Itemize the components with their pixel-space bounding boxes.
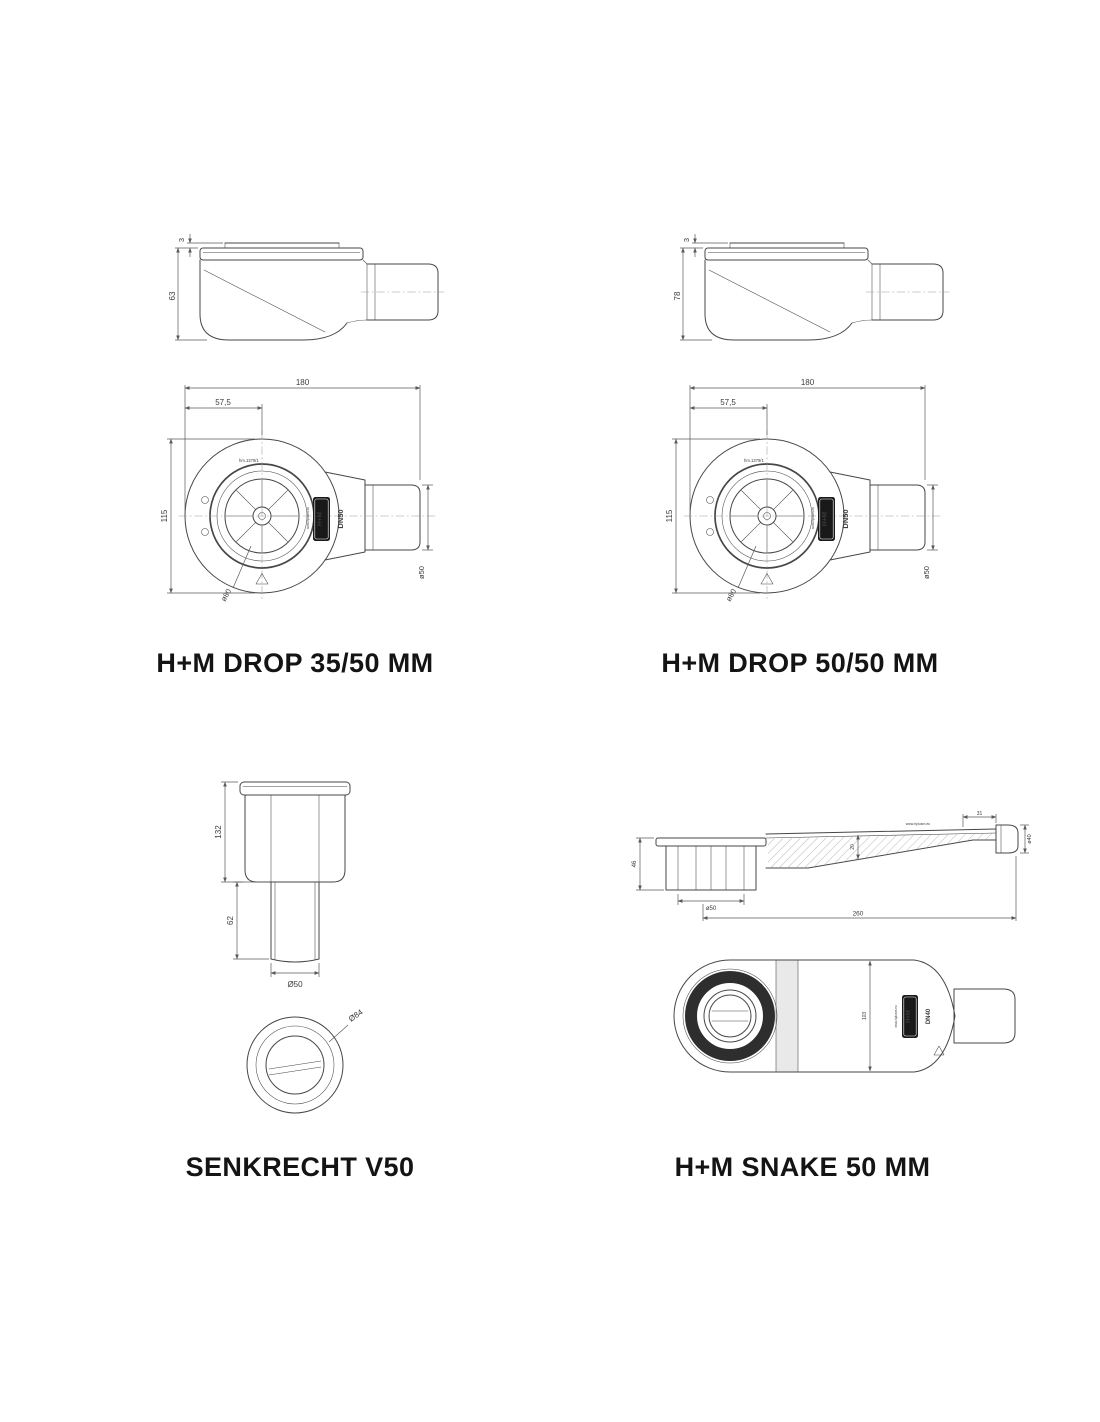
dim-grate-diameter: ø80 xyxy=(219,587,233,603)
dim-total-width: 180 xyxy=(296,378,310,387)
drawing-drop-50-50: 3 78 180 57,5 115 ø50 ø80 hm.1379/1 H+M … xyxy=(665,234,949,603)
dim-center-offset: 57,5 xyxy=(215,398,231,407)
brand-site: www.hplusm.eu xyxy=(811,507,815,530)
dn-label: DN50 xyxy=(336,509,345,528)
brand-logo: H+M xyxy=(317,512,324,526)
seal-ring xyxy=(685,971,775,1061)
drop-geometry xyxy=(672,234,949,601)
senkrecht-dimension-lines xyxy=(221,781,349,1043)
dim-outlet-diameter: ø50 xyxy=(417,566,426,579)
product-title-senkrecht-v50: SENKRECHT V50 xyxy=(185,1152,415,1182)
product-title-snake-50: H+M SNAKE 50 MM xyxy=(674,1152,931,1182)
brand-logo: H+M xyxy=(906,1010,912,1023)
dim-pipe-length: 62 xyxy=(226,916,235,925)
product-title-drop-35-50: H+M DROP 35/50 MM xyxy=(156,648,434,678)
drawing-senkrecht-v50: 132 62 Ø50 Ø84 xyxy=(214,781,365,1114)
dim-grate-diameter: ø80 xyxy=(724,587,738,603)
dim-total-height: 78 xyxy=(673,291,682,300)
brand-site: www.hplusm.eu xyxy=(894,1005,898,1028)
drop-geometry xyxy=(167,234,444,601)
brand-logo-box xyxy=(902,995,918,1038)
recycle-icon xyxy=(933,1045,945,1056)
drawing-snake-50: 46 ø50 20 31 ø40 260 www.hplusm.eu 103 H… xyxy=(632,811,1033,1073)
dim-body-height: 20 xyxy=(850,844,856,850)
dim-outlet-offset: 31 xyxy=(977,811,983,817)
brand-logo: H+M xyxy=(822,512,829,526)
dim-pipe-diameter: Ø50 xyxy=(287,980,303,989)
product-title-drop-50-50: H+M DROP 50/50 MM xyxy=(661,648,939,678)
snake-side-view xyxy=(655,824,1019,891)
hatched-section xyxy=(768,833,994,868)
brand-site: www.hplusm.eu xyxy=(906,822,931,826)
dim-inlet-diameter: ø50 xyxy=(706,906,717,912)
dim-body-height: 115 xyxy=(665,509,674,522)
dn-label: DN50 xyxy=(841,509,850,528)
dim-body-width: 103 xyxy=(862,1012,868,1021)
snake-side-dimension-lines xyxy=(636,814,1029,921)
dim-inlet-height: 46 xyxy=(632,860,638,867)
dim-outlet-diameter: ø50 xyxy=(922,566,931,579)
snake-plan-view: 103 H+M www.hplusm.eu DN40 xyxy=(673,959,1016,1073)
dim-outlet-diameter: ø40 xyxy=(1027,834,1033,843)
dim-total-height: 63 xyxy=(168,291,177,300)
type-approval-label: hm.1379/1 xyxy=(239,458,259,463)
dim-total-height: 132 xyxy=(214,825,223,839)
outlet-spigot xyxy=(953,988,1016,1044)
senkrecht-plan-view xyxy=(246,1016,344,1114)
type-approval-label: hm.1379/1 xyxy=(744,458,764,463)
dim-flange-diameter: Ø84 xyxy=(347,1007,365,1023)
drawing-drop-35-50: 3 63 180 57,5 115 ø50 ø80 hm.1379/1 H+M … xyxy=(160,234,444,603)
dim-grate-lip: 3 xyxy=(177,238,186,242)
dim-total-width: 180 xyxy=(801,378,815,387)
senkrecht-side-view xyxy=(239,781,351,963)
brand-site: www.hplusm.eu xyxy=(306,507,310,530)
dn-label: DN40 xyxy=(926,1008,932,1024)
dim-total-length: 260 xyxy=(853,911,864,918)
dim-body-height: 115 xyxy=(160,509,169,522)
dim-grate-lip: 3 xyxy=(682,238,691,242)
dim-center-offset: 57,5 xyxy=(720,398,736,407)
